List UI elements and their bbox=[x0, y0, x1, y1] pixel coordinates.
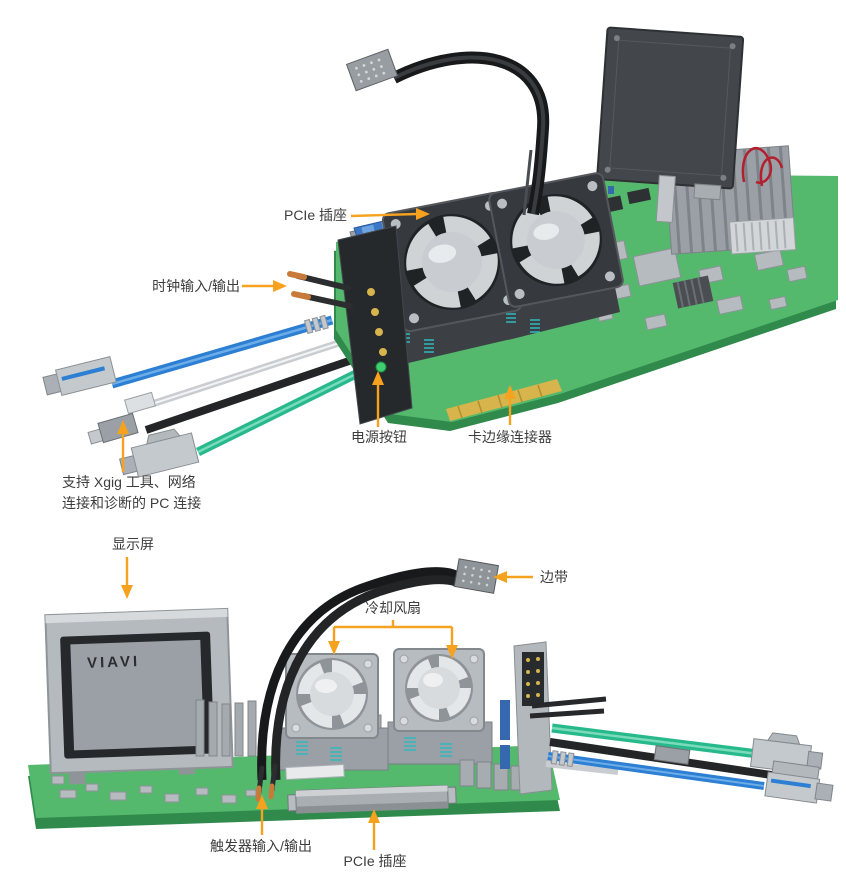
label-pc-connection-line1: 支持 Xgig 工具、网络 bbox=[62, 474, 196, 490]
power-button[interactable] bbox=[375, 361, 387, 373]
cooling-fan-left bbox=[285, 653, 379, 739]
label-card-edge-connector: 卡边缘连接器 bbox=[468, 429, 552, 445]
pc-connection-cables bbox=[42, 314, 366, 478]
display-arrow bbox=[121, 557, 133, 599]
antenna bbox=[522, 149, 533, 216]
usb-connector bbox=[42, 356, 117, 396]
right-cables bbox=[545, 723, 834, 804]
top-board-illustration bbox=[42, 26, 838, 478]
display-screen: VIAVI bbox=[44, 607, 234, 785]
label-pcie-socket-top: PCIe 插座 bbox=[283, 207, 347, 223]
sideband-cable-bottom bbox=[257, 558, 500, 781]
white-connector bbox=[285, 763, 345, 781]
red-wire bbox=[741, 147, 784, 187]
label-display: 显示屏 bbox=[112, 536, 154, 552]
cooling-fan-2 bbox=[488, 172, 624, 308]
sideband-cable-top bbox=[345, 48, 550, 216]
label-sideband: 边带 bbox=[540, 569, 568, 585]
sideband-arrow bbox=[493, 571, 533, 583]
right-io-bracket bbox=[500, 641, 607, 795]
trigger-io-arrow bbox=[256, 795, 268, 835]
viavi-logo: VIAVI bbox=[87, 653, 141, 672]
label-pc-connection-line2: 连接和诊断的 PC 连接 bbox=[62, 495, 202, 511]
display-back-panel bbox=[596, 26, 745, 223]
io-bracket bbox=[287, 225, 413, 425]
cooling-fans-bracket-arrows bbox=[328, 620, 458, 659]
card-edge-fingers bbox=[446, 379, 562, 421]
pcie-socket-bottom bbox=[287, 784, 457, 814]
label-power-button: 电源按钮 bbox=[351, 429, 407, 445]
clock-io-arrow bbox=[242, 280, 287, 292]
usb-connector-right bbox=[764, 771, 834, 804]
sideband-connector bbox=[453, 558, 500, 594]
pc-connection-arrow bbox=[117, 420, 129, 472]
cooling-fan-right bbox=[393, 648, 485, 732]
pcie-socket-bottom-arrow bbox=[368, 809, 380, 850]
trigger-probes bbox=[255, 763, 278, 802]
label-trigger-io: 触发器输入/输出 bbox=[210, 838, 312, 854]
smd-components-bottom bbox=[51, 775, 257, 804]
power-button-arrow bbox=[372, 371, 384, 427]
label-cooling-fans: 冷却风扇 bbox=[365, 600, 421, 616]
label-pcie-socket-bottom: PCIe 插座 bbox=[343, 853, 407, 869]
rj45-connector bbox=[119, 428, 200, 478]
label-pc-connection: 支持 Xgig 工具、网络 连接和诊断的 PC 连接 bbox=[62, 472, 201, 514]
pcie-socket-top-arrow bbox=[350, 208, 430, 220]
smd-components bbox=[594, 186, 808, 331]
card-edge-arrow bbox=[504, 385, 516, 425]
bottom-board-illustration: VIAVI bbox=[28, 558, 834, 829]
label-clock-io: 时钟输入/输出 bbox=[152, 278, 240, 294]
callout-arrows bbox=[117, 208, 533, 850]
clock-probes bbox=[287, 271, 353, 309]
cooling-fan-1 bbox=[381, 191, 523, 333]
